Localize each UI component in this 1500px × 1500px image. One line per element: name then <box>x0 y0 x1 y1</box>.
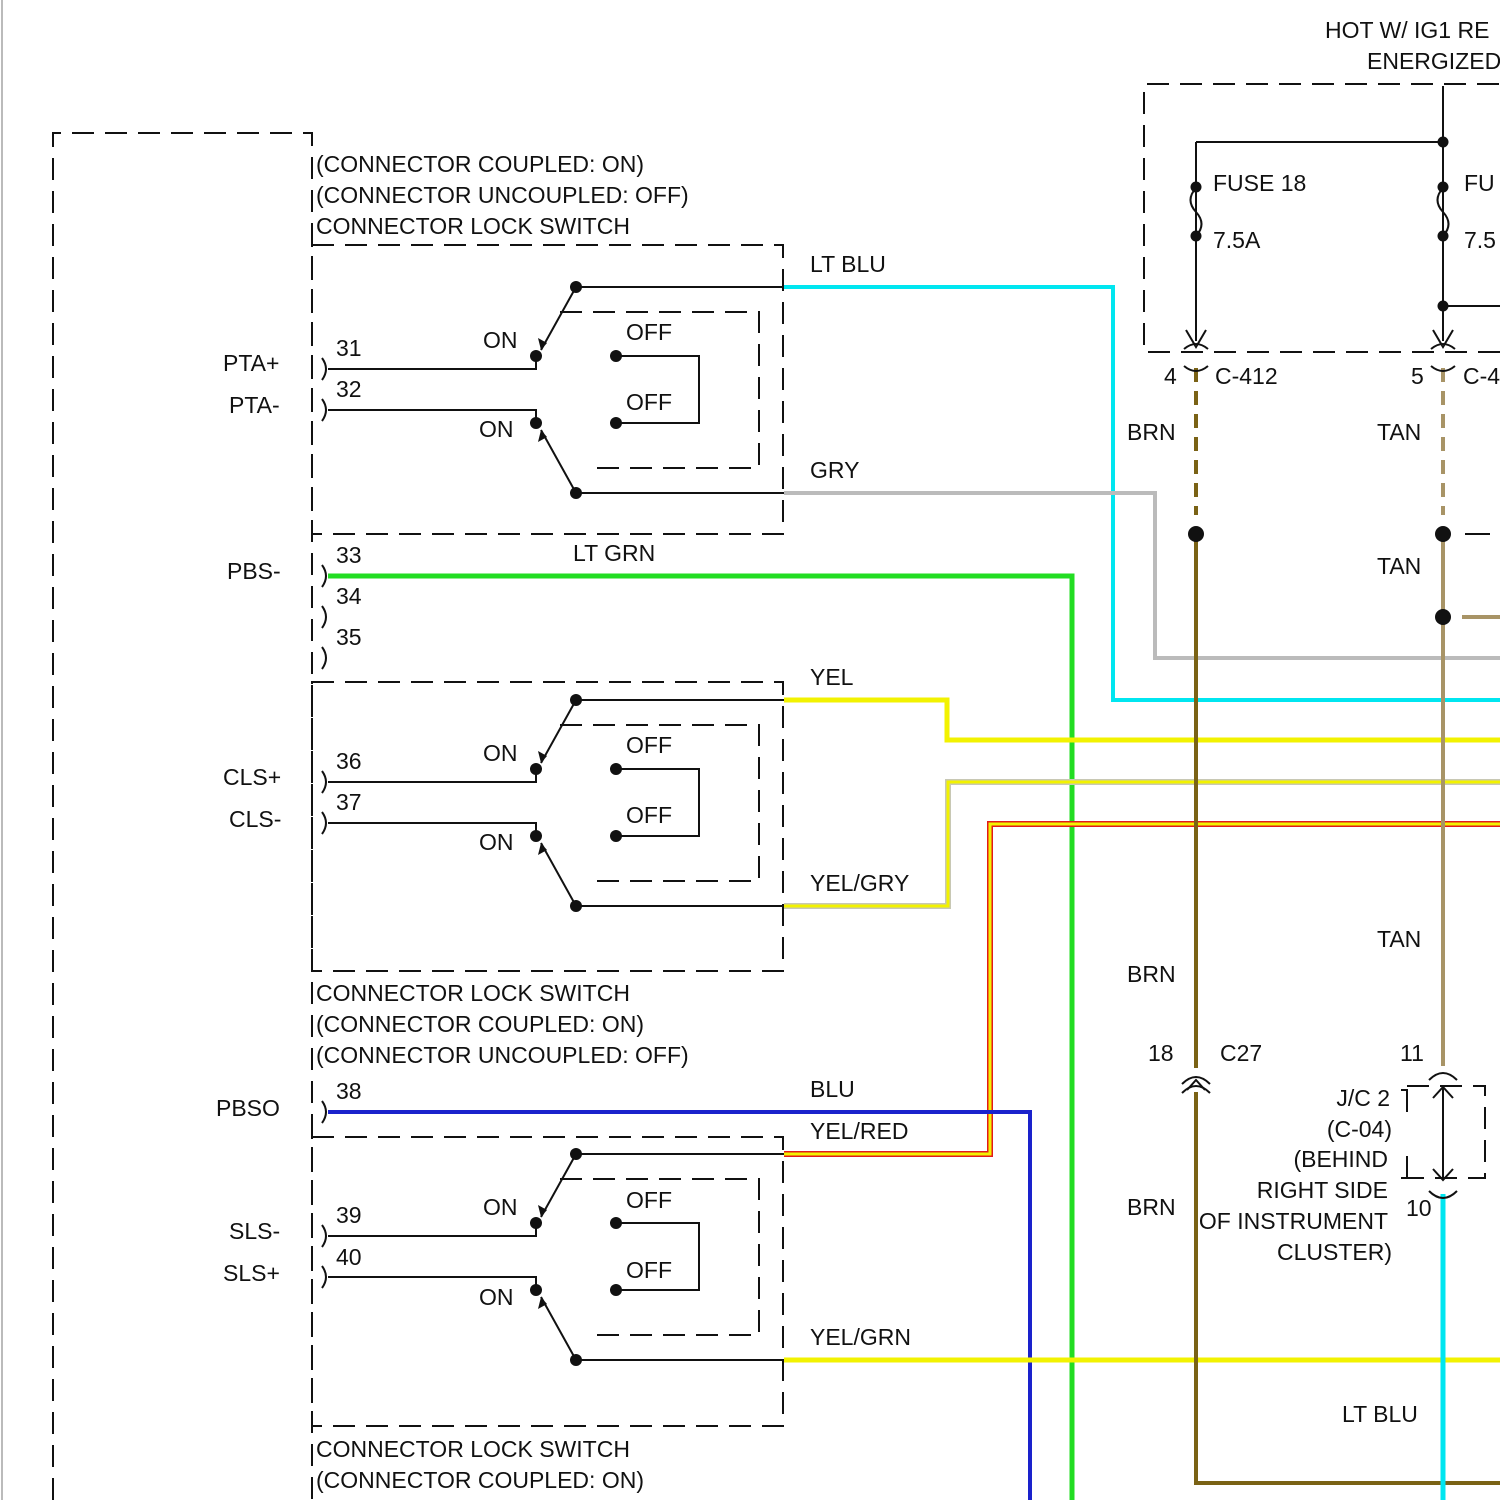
signal-sls-minus: SLS- <box>229 1218 280 1244</box>
switch-bot-contacts <box>328 1148 784 1366</box>
pin-number: 38 <box>336 1078 362 1104</box>
top-switch-uncoupled: (CONNECTOR UNCOUPLED: OFF) <box>316 182 689 208</box>
wire-label-gry: GRY <box>810 457 859 483</box>
title-line-1: HOT W/ IG1 RE <box>1325 17 1489 43</box>
signal-pta-plus: PTA+ <box>223 350 279 376</box>
wire-label-lt-grn: LT GRN <box>573 540 655 566</box>
state-off: OFF <box>626 1257 672 1283</box>
state-off: OFF <box>626 802 672 828</box>
state-off: OFF <box>626 389 672 415</box>
fuse-18-rating: 7.5A <box>1213 227 1261 253</box>
signal-cls-minus: CLS- <box>229 806 281 832</box>
pin-number: 36 <box>336 748 362 774</box>
connector-c27-label: C27 <box>1220 1040 1262 1066</box>
junction-label-line: (BEHIND <box>1293 1146 1388 1172</box>
pin-number: 33 <box>336 542 362 568</box>
wire-label-lt-blu: LT BLU <box>810 251 886 277</box>
junction-label-line: CLUSTER) <box>1277 1239 1392 1265</box>
fuse-18-name: FUSE 18 <box>1213 170 1306 196</box>
wire-label-tan: TAN <box>1377 926 1421 952</box>
bot-switch-name: CONNECTOR LOCK SWITCH <box>316 1436 630 1462</box>
junction-label-line: J/C 2 <box>1336 1085 1390 1111</box>
wire-label-yel-grn: YEL/GRN <box>810 1324 911 1350</box>
wire-label-yel-gry: YEL/GRY <box>810 870 909 896</box>
pin-number: 5 <box>1411 363 1424 389</box>
pin-number: 39 <box>336 1202 362 1228</box>
state-on: ON <box>483 327 518 353</box>
wire-brn <box>1196 534 1500 1483</box>
wire-label-yel: YEL <box>810 664 854 690</box>
state-on: ON <box>483 740 518 766</box>
switch-mid-contacts <box>328 694 784 912</box>
signal-pbso: PBSO <box>216 1095 280 1121</box>
state-on: ON <box>479 829 514 855</box>
state-off: OFF <box>626 732 672 758</box>
wire-label-tan: TAN <box>1377 553 1421 579</box>
state-off: OFF <box>626 1187 672 1213</box>
wire-label-yel-red: YEL/RED <box>810 1118 908 1144</box>
signal-pta-minus: PTA- <box>229 392 280 418</box>
pin-number: 4 <box>1164 363 1177 389</box>
pin-number: 40 <box>336 1244 362 1270</box>
fuse-2-name: FU <box>1464 170 1495 196</box>
connector-pin-marks <box>322 358 326 1288</box>
wire-yel <box>784 700 1500 740</box>
connector-c412-label: C-412 <box>1215 363 1278 389</box>
junction-block-symbol <box>1401 1073 1485 1198</box>
fuse-2-rating: 7.5 <box>1464 227 1496 253</box>
pin-number: 10 <box>1406 1195 1432 1221</box>
wires <box>328 287 1500 1500</box>
junction-label-line: (C-04) <box>1327 1116 1392 1142</box>
wire-label-lt-blu-lower: LT BLU <box>1342 1401 1418 1427</box>
junction-label-line: OF INSTRUMENT <box>1199 1208 1388 1234</box>
switch-box-top <box>312 245 783 534</box>
wire-label-brn: BRN <box>1127 1194 1176 1220</box>
pin-number: 32 <box>336 376 362 402</box>
junction-label-line: RIGHT SIDE <box>1257 1177 1388 1203</box>
wire-tan <box>1443 534 1500 1066</box>
wire-label-blu: BLU <box>810 1076 855 1102</box>
mid-switch-uncoupled: (CONNECTOR UNCOUPLED: OFF) <box>316 1042 689 1068</box>
state-on: ON <box>479 416 514 442</box>
state-on: ON <box>479 1284 514 1310</box>
pin-number: 35 <box>336 624 362 650</box>
title-line-2: ENERGIZED <box>1367 48 1500 74</box>
pin-number: 11 <box>1400 1040 1424 1066</box>
wire-label-tan: TAN <box>1377 419 1421 445</box>
pin-number: 34 <box>336 583 362 609</box>
c27-connector-symbol <box>1182 1077 1210 1093</box>
pin-number: 18 <box>1148 1040 1174 1066</box>
mid-switch-name: CONNECTOR LOCK SWITCH <box>316 980 630 1006</box>
state-off: OFF <box>626 319 672 345</box>
top-switch-coupled: (CONNECTOR COUPLED: ON) <box>316 151 644 177</box>
mid-switch-coupled: (CONNECTOR COUPLED: ON) <box>316 1011 644 1037</box>
bot-switch-coupled: (CONNECTOR COUPLED: ON) <box>316 1467 644 1493</box>
signal-pbs-minus: PBS- <box>227 558 281 584</box>
connector-c4-label: C-4 <box>1463 363 1500 389</box>
pin-number: 37 <box>336 789 362 815</box>
wire-label-brn: BRN <box>1127 419 1176 445</box>
pin-number: 31 <box>336 335 362 361</box>
top-switch-name: CONNECTOR LOCK SWITCH <box>316 213 630 239</box>
signal-cls-plus: CLS+ <box>223 764 281 790</box>
state-on: ON <box>483 1194 518 1220</box>
signal-sls-plus: SLS+ <box>223 1260 280 1286</box>
wire-label-brn: BRN <box>1127 961 1176 987</box>
switch-top-contacts <box>328 281 784 499</box>
switch-box-bot <box>312 1137 783 1426</box>
